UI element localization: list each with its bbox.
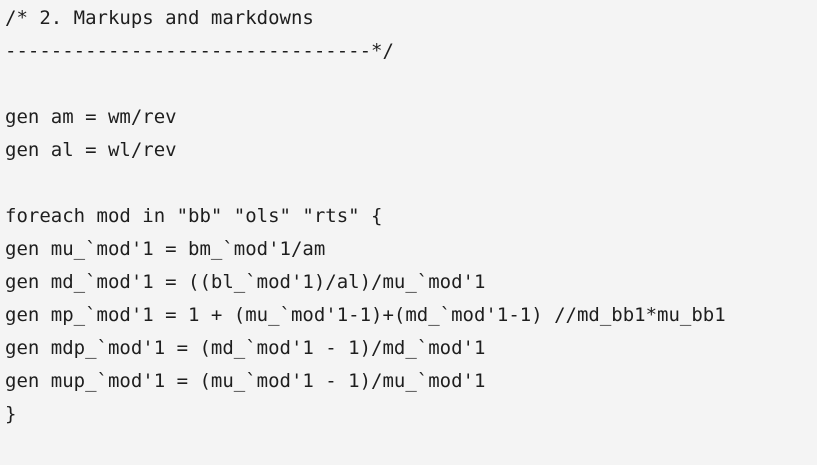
code-line-close-brace: } [5, 403, 17, 425]
code-line-gen-mdp: gen mdp_`mod'1 = (md_`mod'1 - 1)/md_`mod… [5, 337, 486, 359]
code-line-gen-mp: gen mp_`mod'1 = 1 + (mu_`mod'1-1)+(md_`m… [5, 304, 726, 326]
code-line-foreach: foreach mod in "bb" "ols" "rts" { [5, 205, 383, 227]
code-line-gen-mup: gen mup_`mod'1 = (mu_`mod'1 - 1)/mu_`mod… [5, 370, 486, 392]
code-line-gen-am: gen am = wm/rev [5, 106, 177, 128]
code-line-comment-rule: --------------------------------*/ [5, 40, 394, 62]
code-line-comment-title: /* 2. Markups and markdowns [5, 7, 314, 29]
code-line-blank [5, 167, 812, 200]
code-line-gen-mu: gen mu_`mod'1 = bm_`mod'1/am [5, 238, 326, 260]
code-line-gen-al: gen al = wl/rev [5, 139, 177, 161]
code-line-blank [5, 68, 812, 101]
code-line-gen-md: gen md_`mod'1 = ((bl_`mod'1)/al)/mu_`mod… [5, 271, 486, 293]
